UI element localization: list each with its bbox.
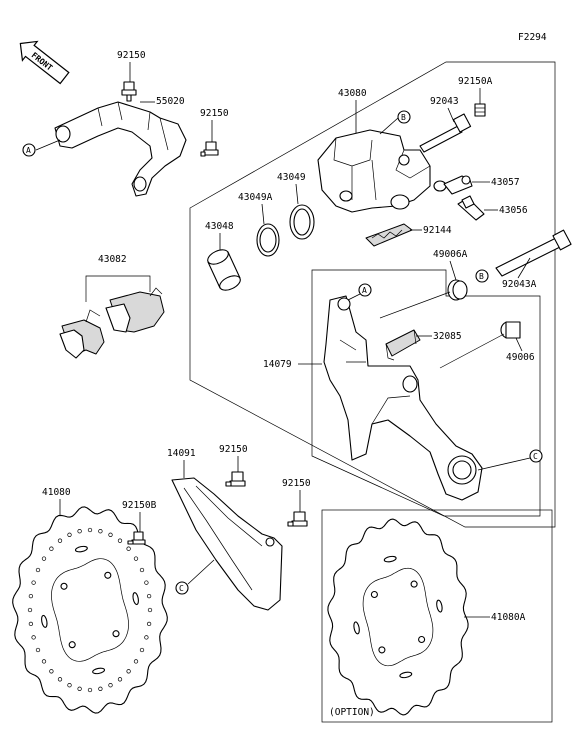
label-43082: 43082 <box>98 254 127 265</box>
marker-a-2 <box>358 283 372 297</box>
brake-pad-front <box>59 309 105 359</box>
marker-a-2-text: A <box>362 286 367 295</box>
brake-pad-rear <box>105 287 165 333</box>
bleed-valve-43057 <box>433 175 473 195</box>
label-92150-b: 92150 <box>200 108 229 119</box>
pin-bolt-92043 <box>419 113 472 153</box>
brake-disc-41080 <box>12 506 168 714</box>
marker-a-1-text: A <box>26 146 31 155</box>
marker-a-1 <box>22 143 36 157</box>
marker-c-2 <box>175 581 189 595</box>
bolt-upper-right <box>200 141 219 157</box>
label-92043: 92043 <box>430 96 459 107</box>
label-92144: 92144 <box>423 225 452 236</box>
label-92150-d: 92150 <box>282 478 311 489</box>
bolt-upper-left <box>121 81 137 102</box>
label-92150B: 92150B <box>122 500 157 511</box>
spring-92144 <box>365 223 413 247</box>
option-label: (OPTION) <box>329 707 375 718</box>
marker-b-2 <box>475 269 489 283</box>
label-43049: 43049 <box>277 172 306 183</box>
label-14091: 14091 <box>167 448 196 459</box>
bolt-disc-92150B <box>127 531 146 545</box>
label-43080: 43080 <box>338 88 367 99</box>
label-41080: 41080 <box>42 487 71 498</box>
pin-49006 <box>500 321 521 339</box>
boot-49006A <box>447 279 468 301</box>
bolt-guard-upper <box>225 471 246 487</box>
disc-guard-14091 <box>171 477 283 611</box>
caliper-body <box>317 129 431 213</box>
label-92150-c: 92150 <box>219 444 248 455</box>
diagram-code: F2294 <box>518 32 547 43</box>
label-41080A: 41080A <box>491 612 526 623</box>
marker-c-2-text: C <box>179 584 184 593</box>
label-92150-a: 92150 <box>117 50 146 61</box>
label-92043A: 92043A <box>502 279 537 290</box>
caliper-group-outline <box>189 61 556 528</box>
brake-disc-41080A <box>327 518 469 716</box>
pad-spring-32085 <box>385 329 421 361</box>
front-arrow-icon: FRONT <box>19 40 70 85</box>
option-box <box>321 509 553 723</box>
marker-b-1-text: B <box>401 113 406 122</box>
pin-bolt-92043A <box>495 229 572 277</box>
bleeder-43056 <box>457 195 485 221</box>
label-14079: 14079 <box>263 359 292 370</box>
seal-43049A <box>256 223 280 257</box>
bolt-guard-lower <box>287 511 308 527</box>
seal-43049 <box>289 204 315 240</box>
marker-b-1 <box>397 110 411 124</box>
label-49006A: 49006A <box>433 249 468 260</box>
label-43057: 43057 <box>491 177 520 188</box>
marker-b-2-text: B <box>479 272 484 281</box>
label-32085: 32085 <box>433 331 462 342</box>
label-49006: 49006 <box>506 352 535 363</box>
label-43048: 43048 <box>205 221 234 232</box>
caliper-bracket-14079 <box>323 295 483 501</box>
label-92150A: 92150A <box>458 76 493 87</box>
piston-43048 <box>207 249 241 291</box>
bracket-group-outline <box>311 269 541 517</box>
marker-c-1 <box>529 449 543 463</box>
marker-c-1-text: C <box>533 452 538 461</box>
label-43049A: 43049A <box>238 192 273 203</box>
label-43056: 43056 <box>499 205 528 216</box>
plug-92150A <box>474 103 486 117</box>
caliper-bracket-upper <box>54 101 187 197</box>
label-55020: 55020 <box>156 96 185 107</box>
